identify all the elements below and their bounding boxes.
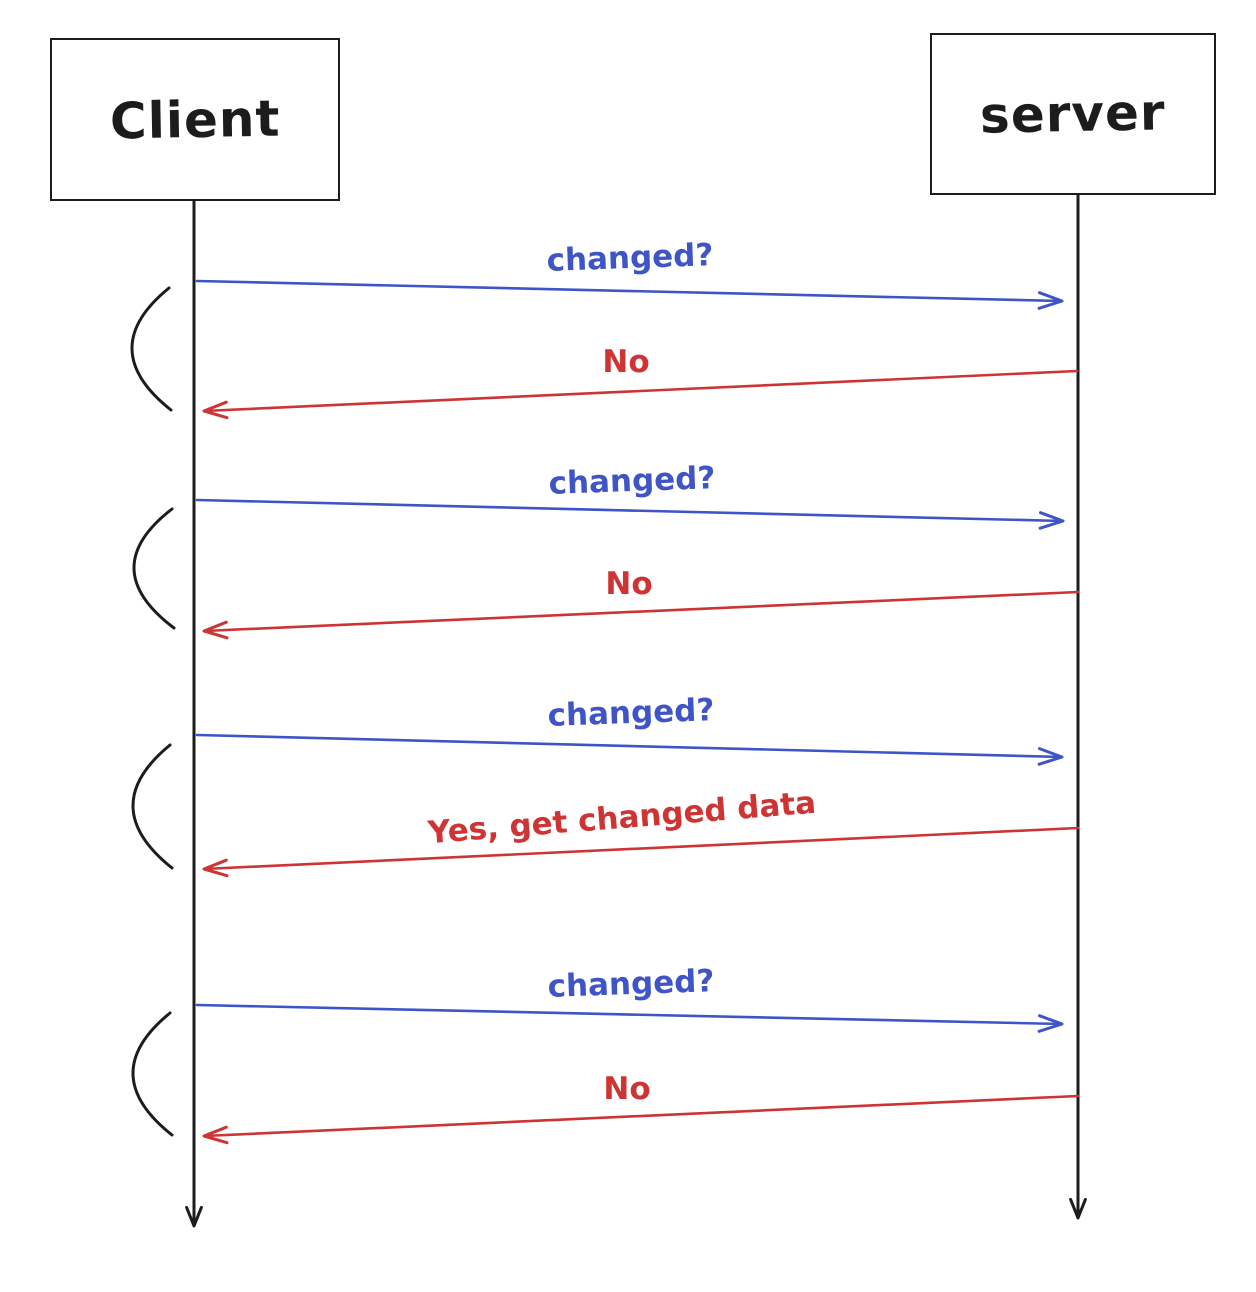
actor-label-server: server — [979, 83, 1167, 145]
interval-brace-1 — [130, 286, 173, 412]
message-1-request-arrowhead — [1037, 291, 1064, 310]
message-1-request-line — [195, 279, 1064, 303]
interval-brace-4 — [131, 1011, 174, 1137]
interval-brace-2 — [132, 507, 176, 630]
message-2-response-arrowhead — [202, 400, 229, 420]
message-2-response-line — [202, 369, 1079, 413]
message-8-response-label: No — [603, 1071, 650, 1107]
message-6-response-arrowhead — [202, 858, 229, 878]
message-3-request-line — [195, 498, 1065, 523]
message-8-response-arrowhead — [202, 1125, 229, 1145]
actor-box-server: server — [930, 33, 1216, 195]
message-4-response-label: No — [605, 566, 652, 602]
message-5-request-arrowhead — [1037, 747, 1064, 766]
client-lifeline-arrowhead — [185, 1205, 203, 1228]
message-4-response-arrowhead — [202, 620, 229, 640]
message-1-request-label: changed? — [546, 237, 714, 279]
message-6-response-label: Yes, get changed data — [426, 785, 818, 851]
message-7-request-arrowhead — [1037, 1014, 1064, 1033]
message-5-request-line — [195, 733, 1064, 759]
message-3-request-arrowhead — [1038, 511, 1065, 530]
message-5-request-label: changed? — [547, 692, 715, 734]
message-8-response-line — [202, 1094, 1080, 1138]
message-7-request-line — [195, 1003, 1064, 1026]
actor-box-client: Client — [50, 38, 340, 201]
actor-label-client: Client — [109, 89, 281, 150]
message-6-response-line — [202, 826, 1080, 871]
message-3-request-label: changed? — [548, 460, 716, 502]
message-2-response-label: No — [602, 344, 649, 380]
server-lifeline-arrowhead — [1069, 1197, 1087, 1220]
message-7-request-label: changed? — [547, 963, 715, 1005]
message-4-response-line — [202, 590, 1080, 633]
interval-brace-3 — [131, 743, 174, 870]
